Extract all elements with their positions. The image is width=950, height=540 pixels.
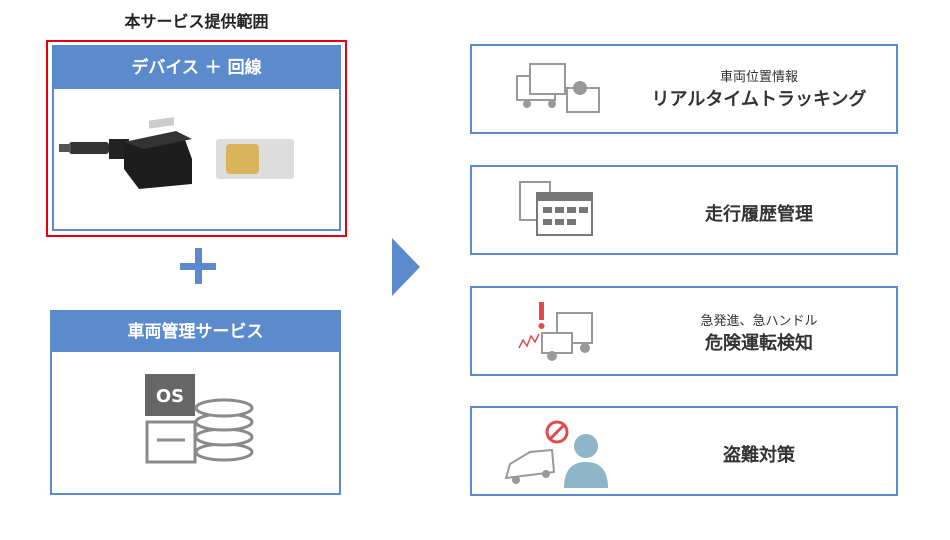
os-label: OS bbox=[156, 386, 184, 407]
calendar-document-icon bbox=[519, 181, 593, 236]
sim-card-icon bbox=[216, 139, 294, 179]
plus-icon bbox=[180, 248, 216, 284]
car-thief-icon bbox=[504, 420, 608, 488]
feature-title: リアルタイムトラッキング bbox=[651, 89, 867, 110]
feature-title: 盗難対策 bbox=[723, 445, 795, 466]
feature-dangerous-driving: 急発進、急ハンドル危険運転検知 bbox=[470, 286, 898, 376]
service-box-header: 車両管理サービス bbox=[52, 312, 339, 352]
scope-highlight-frame bbox=[46, 40, 347, 237]
device-box: デバイス ＋ 回線 bbox=[52, 45, 341, 231]
device-image bbox=[59, 117, 294, 189]
device-box-header: デバイス ＋ 回線 bbox=[54, 47, 339, 89]
database-icon bbox=[194, 398, 254, 462]
arrow-right-icon bbox=[392, 238, 420, 296]
os-icon bbox=[145, 374, 195, 416]
feature-title: 走行履歴管理 bbox=[705, 204, 813, 225]
scope-title: 本サービス提供範囲 bbox=[124, 12, 269, 31]
feature-realtime-tracking: 車両位置情報リアルタイムトラッキング bbox=[470, 44, 898, 134]
truck-alert-icon bbox=[518, 302, 593, 361]
card-icon bbox=[145, 420, 197, 464]
server-image: OS bbox=[145, 374, 254, 464]
feature-sub: 急発進、急ハンドル bbox=[700, 314, 818, 329]
gps-tracker-icon bbox=[59, 117, 192, 189]
feature-sub: 車両位置情報 bbox=[719, 70, 798, 85]
service-box: 車両管理サービス OS bbox=[50, 310, 341, 495]
feature-title: 危険運転検知 bbox=[705, 333, 813, 354]
truck-map-icon bbox=[516, 63, 600, 113]
feature-history: 走行履歴管理 bbox=[470, 165, 898, 255]
feature-anti-theft: 盗難対策 bbox=[470, 406, 898, 496]
